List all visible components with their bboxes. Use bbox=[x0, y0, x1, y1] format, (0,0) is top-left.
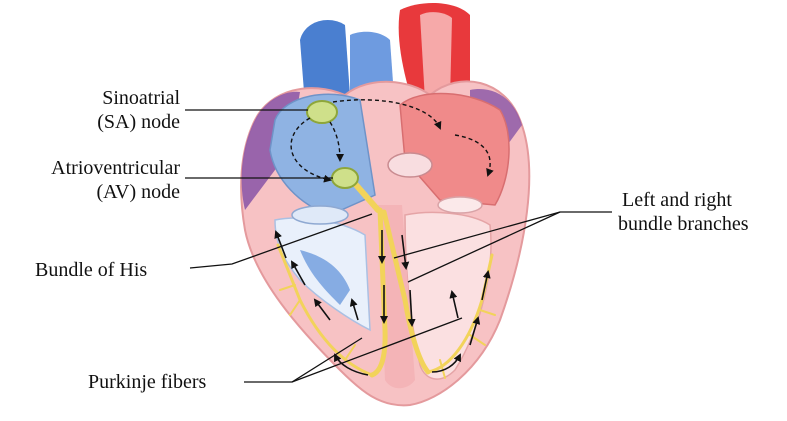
mitral-valve bbox=[438, 197, 482, 213]
purkinje-fibers-label: Purkinje fibers bbox=[88, 370, 206, 394]
bundle-branches-label-line1: Left and right bbox=[618, 188, 749, 212]
av-node bbox=[332, 168, 358, 188]
av-node-label-line1: Atrioventricular bbox=[4, 156, 180, 180]
bundle-branches-label-line2: bundle branches bbox=[618, 212, 749, 236]
bundle-of-his-label: Bundle of His bbox=[35, 258, 147, 282]
av-node-label-line2: (AV) node bbox=[4, 180, 180, 204]
aortic-valve bbox=[388, 153, 432, 177]
sa-node-label: Sinoatrial (SA) node bbox=[30, 86, 180, 134]
bundle-branches-label: Left and right bundle branches bbox=[618, 188, 749, 236]
tricuspid-valve bbox=[292, 206, 348, 224]
sa-node-label-line2: (SA) node bbox=[30, 110, 180, 134]
sa-node-label-line1: Sinoatrial bbox=[30, 86, 180, 110]
av-node-label: Atrioventricular (AV) node bbox=[4, 156, 180, 204]
sa-node bbox=[307, 101, 337, 123]
